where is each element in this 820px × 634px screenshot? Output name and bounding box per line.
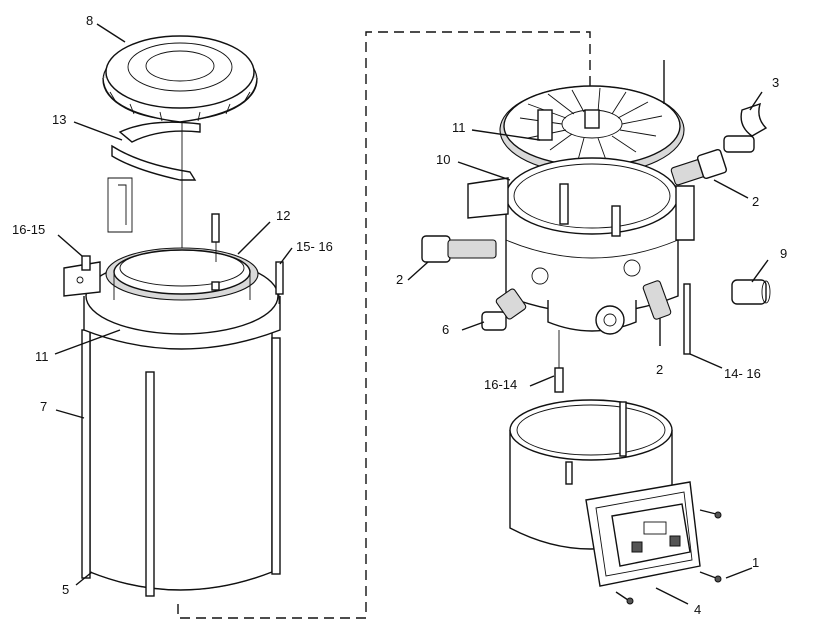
callout-14-16: 14- 16 xyxy=(724,366,761,381)
callout-11-right: 11 xyxy=(452,120,466,135)
part-7-rods xyxy=(81,329,281,597)
callout-7: 7 xyxy=(40,399,47,414)
leader-lines xyxy=(54,23,769,605)
part-4-control-panel xyxy=(585,481,701,587)
callout-11-left: 11 xyxy=(35,349,49,364)
part-14-16-bolts xyxy=(554,283,691,393)
callout-2-left: 2 xyxy=(396,272,403,287)
callout-16-15: 16-15 xyxy=(12,222,45,237)
part-11-slotted-plate xyxy=(499,60,685,175)
part-15-16-bolts xyxy=(81,213,284,304)
callout-2-right: 2 xyxy=(752,194,759,209)
part-2-fitting-bottom xyxy=(642,280,672,346)
callout-15-16: 15- 16 xyxy=(296,239,333,254)
part-2-fitting-right xyxy=(670,148,728,186)
callout-2-bottom: 2 xyxy=(656,362,663,377)
callout-3: 3 xyxy=(772,75,779,90)
part-2-fitting-left xyxy=(421,235,497,263)
callout-5: 5 xyxy=(62,582,69,597)
part-13-retaining-clip xyxy=(107,121,201,233)
part-9-plug-cap xyxy=(731,279,771,305)
callout-16-14: 16-14 xyxy=(484,377,517,392)
callout-12: 12 xyxy=(276,208,290,223)
callout-13: 13 xyxy=(52,112,66,127)
part-12-collar-ring xyxy=(83,247,281,350)
part-6-fitting xyxy=(481,288,527,331)
part-8-lid xyxy=(102,35,258,123)
callout-1: 1 xyxy=(752,555,759,570)
callout-8: 8 xyxy=(86,13,93,28)
callout-10: 10 xyxy=(436,152,450,167)
part-3-elbow-fitting xyxy=(723,91,768,153)
callout-4: 4 xyxy=(694,602,701,617)
part-1-screws xyxy=(615,509,722,605)
callout-6: 6 xyxy=(442,322,449,337)
callout-9: 9 xyxy=(780,246,787,261)
